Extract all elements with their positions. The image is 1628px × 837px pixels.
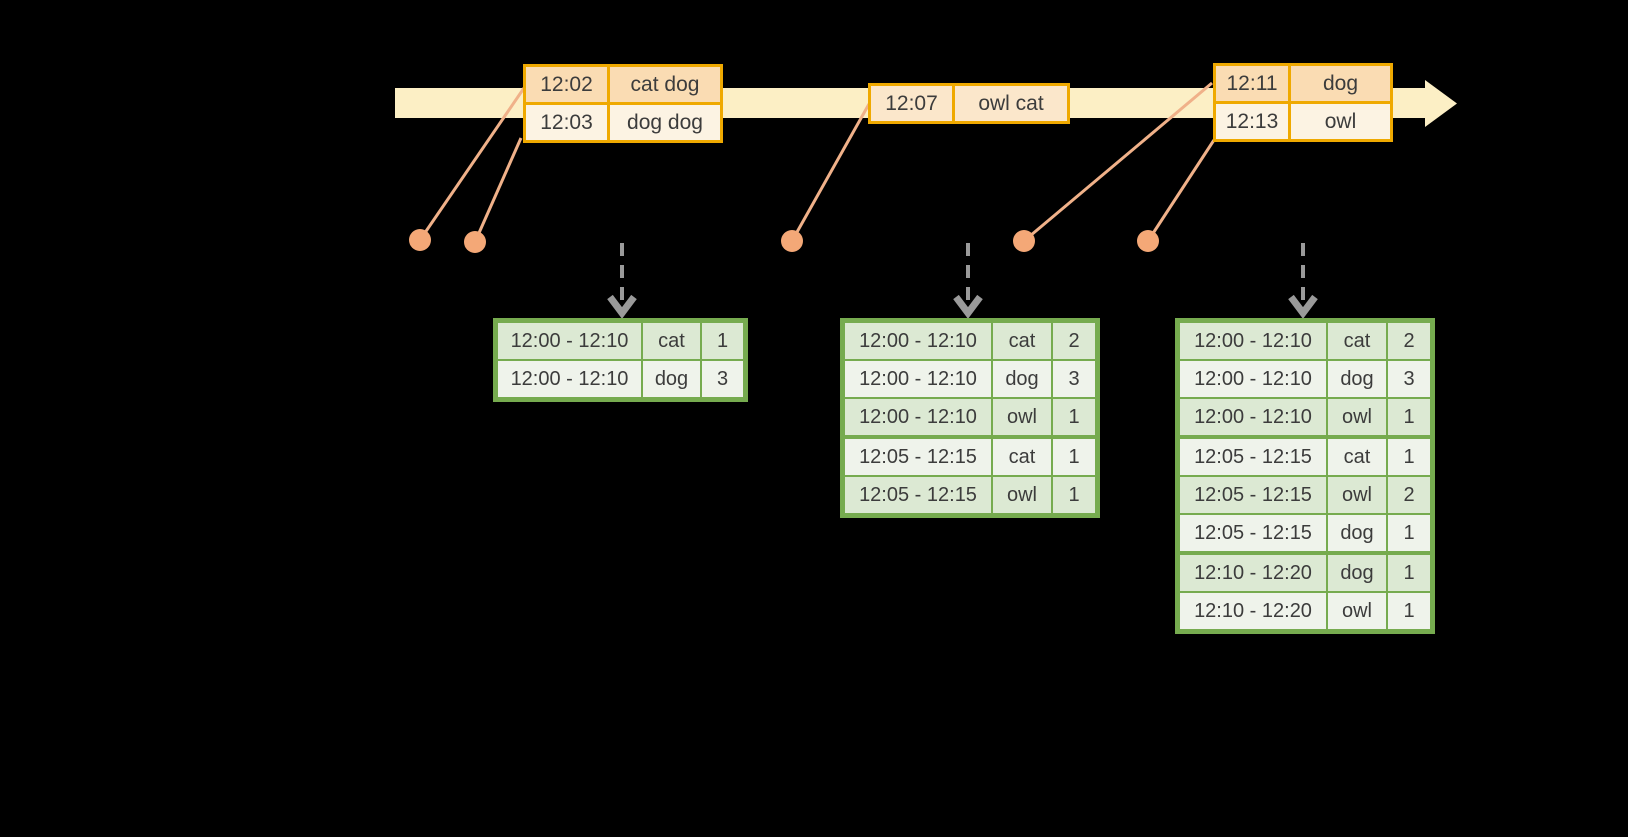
timeline-arrowhead-icon xyxy=(1425,80,1457,127)
result-row: 12:00 - 12:10 owl 1 xyxy=(1180,399,1430,435)
result-row: 12:00 - 12:10 owl 1 xyxy=(845,399,1095,435)
result-row: 12:05 - 12:15 cat 1 xyxy=(845,439,1095,475)
result-word: cat xyxy=(643,323,700,359)
result-window: 12:00 - 12:10 xyxy=(498,361,641,397)
result-count: 1 xyxy=(1388,515,1430,551)
event-time: 12:03 xyxy=(526,105,607,140)
result-window: 12:05 - 12:15 xyxy=(845,477,991,513)
result-word: dog xyxy=(993,361,1051,397)
event-words: owl cat xyxy=(955,86,1067,121)
event-words: cat dog xyxy=(610,67,720,102)
result-count: 1 xyxy=(1053,477,1095,513)
result-window: 12:00 - 12:10 xyxy=(845,361,991,397)
result-row: 12:05 - 12:15 cat 1 xyxy=(1180,439,1430,475)
result-window: 12:05 - 12:15 xyxy=(1180,477,1326,513)
result-word: owl xyxy=(993,477,1051,513)
result-window: 12:10 - 12:20 xyxy=(1180,593,1326,629)
trigger-arrow-icon-1 xyxy=(607,243,637,319)
event-time: 12:02 xyxy=(526,67,607,102)
result-window: 12:00 - 12:10 xyxy=(1180,323,1326,359)
event-connector-line-4 xyxy=(1023,81,1213,243)
event-words: dog xyxy=(1291,66,1390,101)
result-count: 1 xyxy=(1053,439,1095,475)
result-count: 3 xyxy=(1388,361,1430,397)
event-row: 12:03 dog dog xyxy=(526,105,720,140)
result-row: 12:10 - 12:20 dog 1 xyxy=(1180,555,1430,591)
result-row: 12:00 - 12:10 dog 3 xyxy=(1180,361,1430,397)
event-table-1: 12:02 cat dog 12:03 dog dog xyxy=(523,64,723,143)
event-time: 12:11 xyxy=(1216,66,1288,101)
result-count: 2 xyxy=(1388,323,1430,359)
event-dot-icon-5 xyxy=(1137,230,1159,252)
result-word: owl xyxy=(1328,399,1386,435)
event-row: 12:07 owl cat xyxy=(871,86,1067,121)
result-row: 12:00 - 12:10 cat 1 xyxy=(498,323,743,359)
event-dot-icon-2 xyxy=(464,231,486,253)
result-row: 12:05 - 12:15 dog 1 xyxy=(1180,515,1430,551)
result-word: cat xyxy=(1328,439,1386,475)
event-connector-line-1 xyxy=(418,87,526,241)
result-window: 12:00 - 12:10 xyxy=(498,323,641,359)
event-time: 12:13 xyxy=(1216,104,1288,139)
result-count: 1 xyxy=(1388,439,1430,475)
result-count: 3 xyxy=(1053,361,1095,397)
result-word: cat xyxy=(1328,323,1386,359)
event-connector-line-3 xyxy=(790,103,871,242)
result-count: 3 xyxy=(702,361,743,397)
result-count: 1 xyxy=(1388,555,1430,591)
result-count: 2 xyxy=(1388,477,1430,513)
event-dot-icon-4 xyxy=(1013,230,1035,252)
trigger-arrow-icon-3 xyxy=(1288,243,1318,319)
event-time: 12:07 xyxy=(871,86,952,121)
result-word: cat xyxy=(993,439,1051,475)
result-word: dog xyxy=(643,361,700,397)
event-connector-line-2 xyxy=(473,137,523,243)
result-word: dog xyxy=(1328,555,1386,591)
result-count: 2 xyxy=(1053,323,1095,359)
result-row: 12:10 - 12:20 owl 1 xyxy=(1180,593,1430,629)
result-window: 12:10 - 12:20 xyxy=(1180,555,1326,591)
result-window: 12:05 - 12:15 xyxy=(1180,439,1326,475)
event-dot-icon-1 xyxy=(409,229,431,251)
result-window: 12:00 - 12:10 xyxy=(1180,399,1326,435)
event-connector-line-5 xyxy=(1146,139,1216,242)
trigger-arrow-icon-2 xyxy=(953,243,983,319)
event-table-3: 12:11 dog 12:13 owl xyxy=(1213,63,1393,142)
event-table-2: 12:07 owl cat xyxy=(868,83,1070,124)
result-window: 12:00 - 12:10 xyxy=(845,323,991,359)
result-table-3: 12:00 - 12:10 cat 2 12:00 - 12:10 dog 3 … xyxy=(1175,318,1435,634)
event-words: dog dog xyxy=(610,105,720,140)
result-word: dog xyxy=(1328,515,1386,551)
result-word: cat xyxy=(993,323,1051,359)
result-word: dog xyxy=(1328,361,1386,397)
event-dot-icon-3 xyxy=(781,230,803,252)
result-row: 12:05 - 12:15 owl 1 xyxy=(845,477,1095,513)
result-row: 12:00 - 12:10 cat 2 xyxy=(845,323,1095,359)
result-word: owl xyxy=(1328,593,1386,629)
event-row: 12:11 dog xyxy=(1216,66,1390,101)
result-word: owl xyxy=(1328,477,1386,513)
result-count: 1 xyxy=(1388,593,1430,629)
result-count: 1 xyxy=(1053,399,1095,435)
event-row: 12:02 cat dog xyxy=(526,67,720,102)
event-words: owl xyxy=(1291,104,1390,139)
result-window: 12:00 - 12:10 xyxy=(845,399,991,435)
result-count: 1 xyxy=(702,323,743,359)
result-row: 12:00 - 12:10 dog 3 xyxy=(845,361,1095,397)
result-table-2: 12:00 - 12:10 cat 2 12:00 - 12:10 dog 3 … xyxy=(840,318,1100,518)
result-row: 12:05 - 12:15 owl 2 xyxy=(1180,477,1430,513)
result-word: owl xyxy=(993,399,1051,435)
result-count: 1 xyxy=(1388,399,1430,435)
result-table-1: 12:00 - 12:10 cat 1 12:00 - 12:10 dog 3 xyxy=(493,318,748,402)
result-window: 12:00 - 12:10 xyxy=(1180,361,1326,397)
result-window: 12:05 - 12:15 xyxy=(1180,515,1326,551)
result-row: 12:00 - 12:10 cat 2 xyxy=(1180,323,1430,359)
result-window: 12:05 - 12:15 xyxy=(845,439,991,475)
result-row: 12:00 - 12:10 dog 3 xyxy=(498,361,743,397)
event-row: 12:13 owl xyxy=(1216,104,1390,139)
